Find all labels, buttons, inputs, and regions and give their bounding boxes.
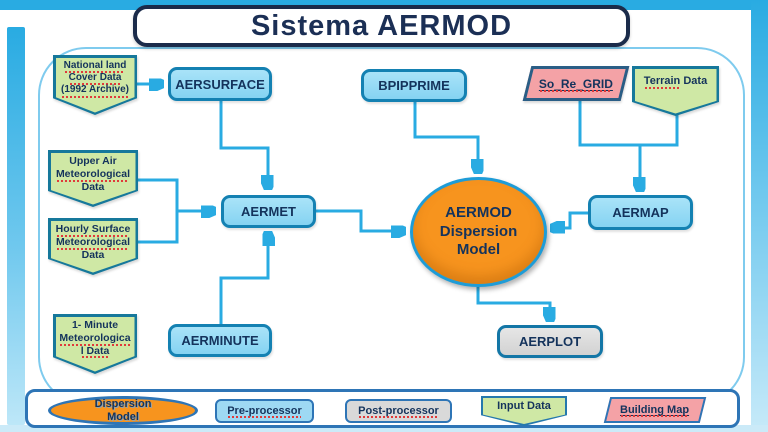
node-aermod-dispersion-model: AERMOD Dispersion Model (410, 177, 547, 287)
node-aerminute: AERMINUTE (168, 324, 272, 357)
input-hourly-surface: Hourly Surface Meteorological Data (48, 218, 138, 275)
aerplot-label: AERPLOT (518, 334, 582, 349)
bpipprime-label: BPIPPRIME (378, 78, 450, 93)
input-one-minute: 1- Minute Meteorologica l Data (53, 314, 137, 374)
input-oneminute-line2: Meteorologica (59, 331, 131, 346)
input-oneminute-line1: 1- Minute (71, 319, 119, 331)
aermod-line2: Dispersion (439, 222, 518, 240)
input-terrain-data: Terrain Data (632, 66, 719, 116)
so-re-grid-label: So_Re_GRID (538, 76, 614, 91)
legend-building-map: Building Map (603, 397, 707, 423)
node-bpipprime: BPIPPRIME (361, 69, 467, 102)
page-title-text: Sistema AERMOD (250, 9, 513, 42)
aermod-line1: AERMOD (445, 203, 512, 221)
frame-bottom-strip (0, 425, 768, 432)
input-hourly-line1: Hourly Surface (55, 223, 131, 237)
legend-dispersion-line1: Dispersion (94, 398, 152, 411)
node-aermet: AERMET (221, 195, 316, 228)
page-title: Sistema AERMOD (133, 5, 630, 47)
legend-input-data: Input Data (481, 396, 567, 426)
legend-pre-processor: Pre-processor (215, 399, 314, 423)
input-national-line1: National land (63, 60, 127, 74)
legend-input-label: Input Data (497, 400, 551, 412)
input-upperair-line1: Upper Air (69, 155, 117, 167)
legend-post-label: Post-processor (358, 405, 439, 418)
legend-bar: Dispersion Model Pre-processor Post-proc… (25, 389, 740, 428)
aermet-label: AERMET (241, 204, 296, 219)
input-upperair-line3: Data (81, 180, 105, 193)
node-aerplot: AERPLOT (497, 325, 603, 358)
node-aermap: AERMAP (588, 195, 693, 230)
input-hourly-line2: Meteorological (55, 235, 131, 250)
input-oneminute-line3: l Data (80, 344, 110, 359)
frame-right-strip (751, 0, 768, 432)
input-national-line2: Cover Data (68, 72, 122, 86)
building-so-re-grid: So_Re_GRID (522, 66, 630, 101)
input-upperair-line2: Meteorological (55, 167, 131, 182)
legend-post-processor: Post-processor (345, 399, 452, 423)
input-hourly-line3: Data (81, 248, 105, 261)
input-terrain-word2: Data (683, 75, 708, 87)
aersurface-label: AERSURFACE (175, 76, 265, 92)
aermap-label: AERMAP (612, 205, 669, 220)
input-national-line3: (1992 Archive) (61, 84, 129, 98)
legend-pre-label: Pre-processor (227, 405, 302, 418)
legend-dispersion-line2: Model (107, 410, 139, 423)
frame-left-strip (7, 27, 25, 425)
node-aersurface: AERSURFACE (168, 67, 272, 101)
input-upper-air: Upper Air Meteorological Data (48, 150, 138, 207)
input-national-land-cover: National land Cover Data (1992 Archive) (53, 55, 137, 115)
aerminute-label: AERMINUTE (181, 333, 259, 348)
legend-building-label: Building Map (620, 404, 690, 416)
aermod-line3: Model (456, 241, 501, 259)
input-terrain-word1: Terrain (643, 75, 681, 90)
legend-dispersion-model: Dispersion Model (48, 396, 198, 425)
